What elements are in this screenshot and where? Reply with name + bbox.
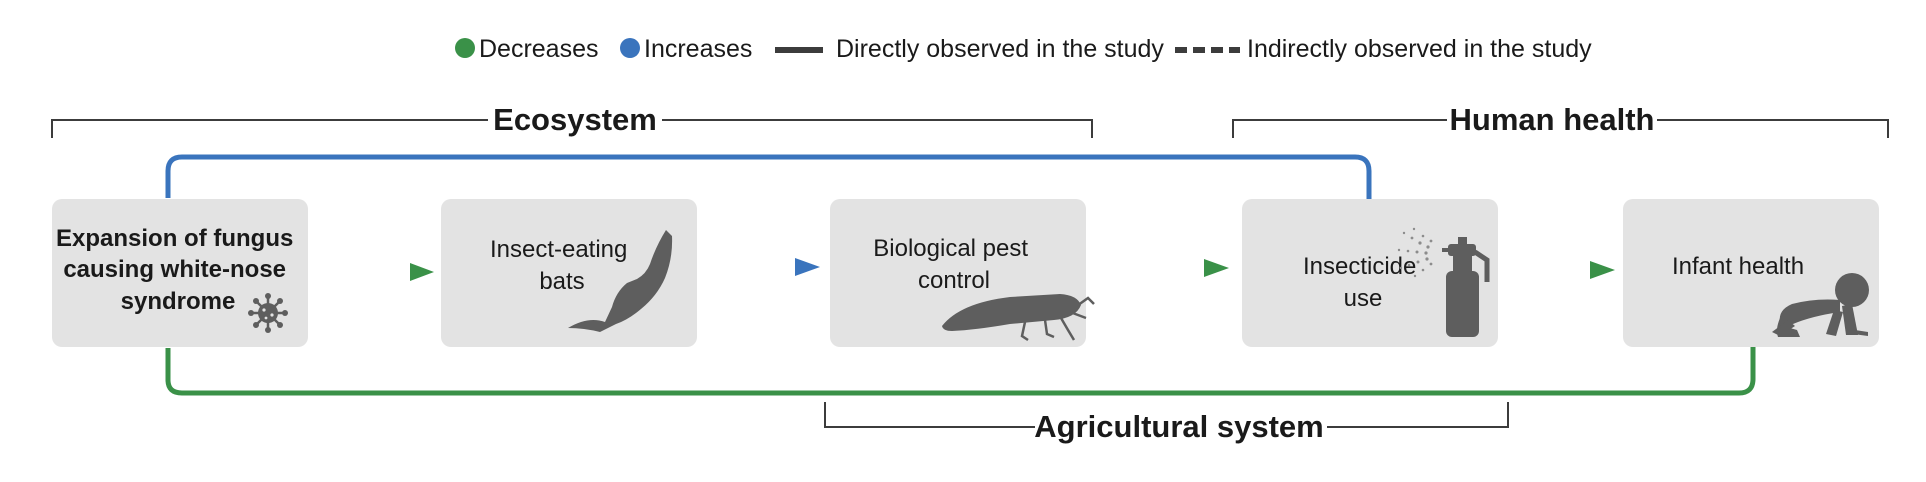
legend: Decreases Increases Directly observed in… — [455, 35, 1592, 63]
insecticide-node-label: Insecticide use — [1303, 253, 1423, 312]
agricultural-system-bracket — [824, 402, 1509, 428]
fungus-to-insecticide-arrow — [165, 154, 1372, 216]
decreases-legend-dot — [455, 38, 475, 58]
human-health-section-title: Human health — [1450, 102, 1655, 137]
insecticide-to-infant-arrow — [1508, 261, 1615, 279]
pest-control-node-label: Biological pest control — [873, 235, 1034, 294]
increases-legend-dot — [620, 38, 640, 58]
virus-icon — [248, 293, 288, 333]
ecosystem-section-title: Ecosystem — [493, 102, 657, 137]
bat-icon — [568, 230, 673, 332]
fungus-node — [52, 199, 308, 347]
direct-legend-label: Directly observed in the study — [836, 35, 1164, 63]
fungus-to-bats-arrow — [318, 263, 434, 281]
agricultural-system-section-title: Agricultural system — [1034, 409, 1323, 444]
ecosystem-bracket — [51, 119, 1093, 138]
increases-legend-label: Increases — [644, 35, 752, 63]
decreases-legend-label: Decreases — [479, 35, 599, 63]
fungus-to-infant-arrow — [165, 326, 1756, 396]
insecticide-node — [1242, 199, 1498, 347]
bats-node-label: Insect-eating bats — [490, 236, 634, 295]
leafhopper-insect-icon — [942, 294, 1095, 342]
spray-bottle-icon — [1397, 227, 1490, 337]
bats-to-pest-control-arrow — [707, 258, 820, 276]
pest-control-to-insecticide-arrow — [1096, 259, 1229, 277]
crawling-baby-icon — [1772, 273, 1869, 337]
indirect-legend-label: Indirectly observed in the study — [1247, 35, 1592, 63]
infant-health-node-label: Infant health — [1672, 253, 1804, 280]
fungus-node-label: Expansion of fungus causing white-nose s… — [56, 225, 300, 315]
human-health-bracket — [1232, 119, 1889, 138]
